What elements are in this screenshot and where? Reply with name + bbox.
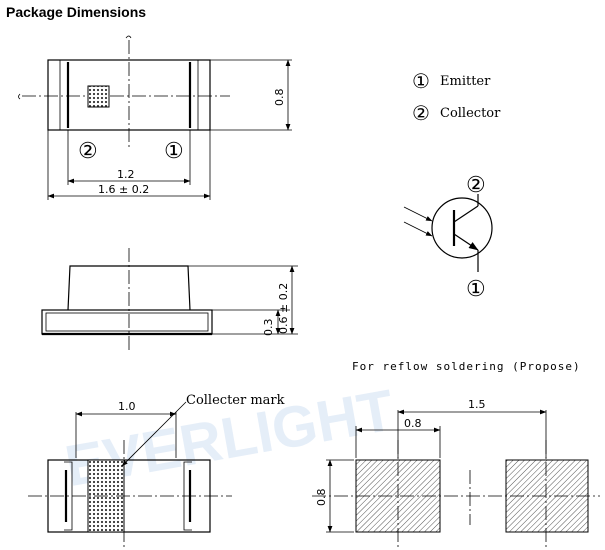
pin2-marker: ② bbox=[78, 139, 98, 164]
dim-mark-width: 1.0 bbox=[118, 400, 136, 413]
dim-total-height: 0.6 ± 0.2 bbox=[277, 283, 290, 334]
pin-legend: ① Emitter ② Collector bbox=[412, 69, 501, 125]
die-chip bbox=[87, 85, 110, 108]
dim-total-width: 1.6 ± 0.2 bbox=[98, 183, 149, 196]
legend-pin2-label: Collector bbox=[440, 106, 501, 121]
phototransistor-symbol: ② ① bbox=[403, 173, 493, 302]
page-title: Package Dimensions bbox=[6, 4, 147, 20]
legend-pin1-marker: ① bbox=[412, 69, 430, 93]
collector-mark-leader bbox=[121, 401, 187, 467]
reflow-title: For reflow soldering (Propose) bbox=[352, 360, 581, 373]
legend-pin2-marker: ② bbox=[412, 101, 430, 125]
light-arrow-icon bbox=[403, 221, 433, 237]
bottom-view: 1.0 Collecter mark bbox=[28, 393, 285, 548]
transistor-circle bbox=[431, 197, 493, 259]
dim-pad-height: 0.8 bbox=[315, 489, 328, 507]
collector-mark-label: Collecter mark bbox=[186, 393, 285, 408]
dim-pad-width: 0.8 bbox=[404, 417, 422, 430]
top-view: ② ① 1.2 1.6 ± 0.2 0.8 bbox=[18, 35, 292, 200]
reflow-pad-layout: 1.5 0.8 0.8 bbox=[312, 398, 600, 548]
side-view: 0.3 0.6 ± 0.2 bbox=[41, 248, 298, 350]
dim-base: 0.3 bbox=[262, 319, 275, 337]
side-view-base bbox=[41, 309, 213, 335]
dim-inner-width: 1.2 bbox=[117, 168, 135, 181]
pin1-marker: ① bbox=[164, 139, 184, 164]
dim-height: 0.8 bbox=[273, 89, 286, 107]
symbol-pin2-marker: ② bbox=[466, 173, 486, 198]
symbol-pin1-marker: ① bbox=[466, 277, 486, 302]
legend-pin1-label: Emitter bbox=[440, 74, 491, 89]
dim-pitch: 1.5 bbox=[468, 398, 486, 411]
light-arrow-icon bbox=[403, 206, 433, 222]
